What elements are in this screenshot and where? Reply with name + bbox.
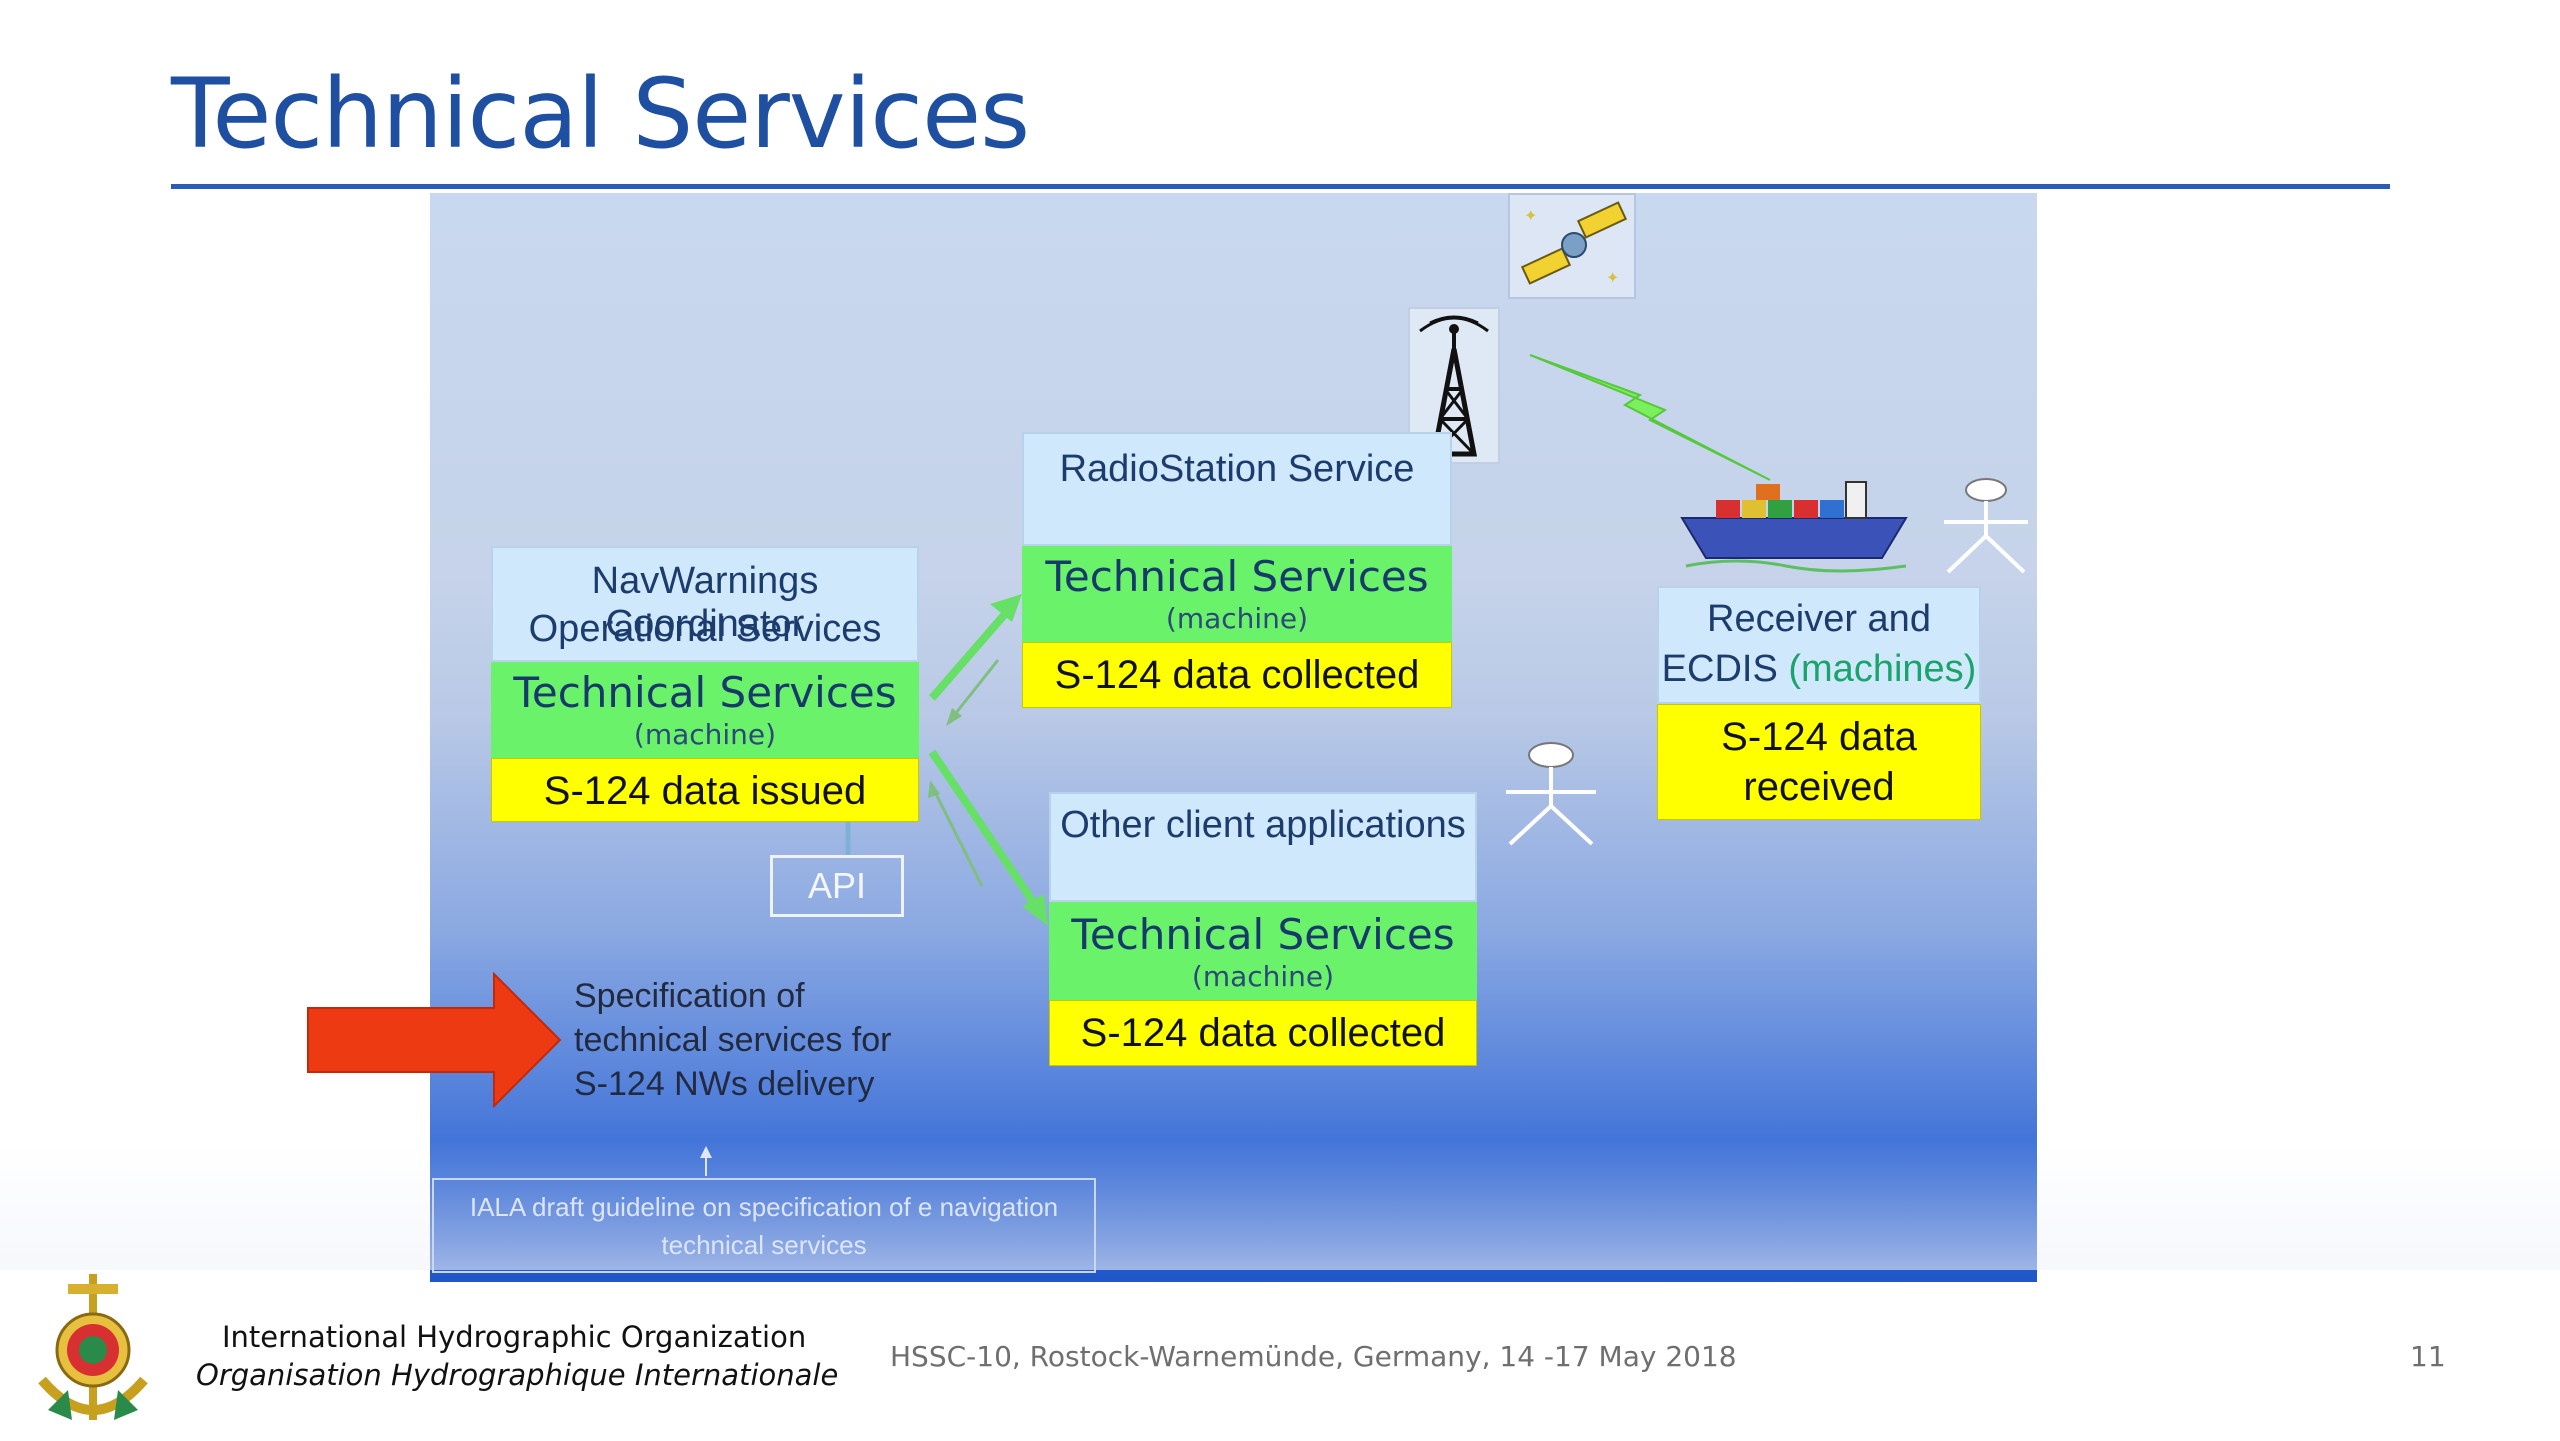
footer-fade bbox=[0, 1140, 2560, 1270]
other-clients-tech-sub: (machine) bbox=[1191, 960, 1335, 993]
specification-line2: technical services for bbox=[574, 1021, 892, 1059]
iho-logo-icon bbox=[28, 1270, 158, 1436]
radio-heading: RadioStation Service bbox=[1059, 448, 1415, 490]
footer-event: HSSC-10, Rostock-Warnemünde, Germany, 14… bbox=[890, 1340, 1737, 1373]
radio-tech-box: Technical Services (machine) bbox=[1022, 546, 1452, 642]
other-clients-status: S-124 data collected bbox=[1080, 1011, 1446, 1055]
footer-org-en: International Hydrographic Organization bbox=[222, 1320, 807, 1354]
radio-tech-label: Technical Services bbox=[1045, 552, 1429, 601]
other-clients-tech-label: Technical Services bbox=[1071, 910, 1455, 959]
other-clients-status-box: S-124 data collected bbox=[1049, 1000, 1477, 1066]
coordinator-heading-line2: Operational Services bbox=[528, 608, 882, 650]
iala-guideline-box: IALA draft guideline on specification of… bbox=[432, 1178, 1096, 1273]
coordinator-status-box: S-124 data issued bbox=[491, 758, 919, 822]
other-clients-tech-box: Technical Services (machine) bbox=[1049, 902, 1477, 1000]
other-clients-heading: Other client applications bbox=[1060, 804, 1466, 846]
specification-line1: Specification of bbox=[574, 977, 805, 1015]
radio-status: S-124 data collected bbox=[1054, 653, 1420, 697]
stick-figure-icon bbox=[1496, 740, 1606, 852]
receiver-heading-box: Receiver and ECDIS (machines) bbox=[1657, 586, 1981, 704]
radio-tech-sub: (machine) bbox=[1165, 602, 1309, 635]
specification-line3: S-124 NWs delivery bbox=[574, 1065, 875, 1103]
api-box: API bbox=[770, 855, 904, 917]
radio-heading-box: RadioStation Service bbox=[1022, 432, 1452, 546]
receiver-heading-line1: Receiver and bbox=[1707, 598, 1931, 640]
receiver-status-line2: received bbox=[1743, 765, 1895, 809]
coordinator-tech-label: Technical Services bbox=[513, 668, 897, 717]
page-title: Technical Services bbox=[171, 58, 1030, 170]
lightning-signal-icon bbox=[1529, 354, 1771, 481]
stick-figure-icon bbox=[1934, 476, 2038, 580]
svg-text:✦: ✦ bbox=[1606, 268, 1619, 287]
svg-text:✦: ✦ bbox=[1524, 206, 1537, 225]
ship-icon bbox=[1676, 474, 1922, 578]
receiver-status-box: S-124 data received bbox=[1657, 704, 1981, 820]
coordinator-tech-sub: (machine) bbox=[633, 718, 777, 751]
iala-line2: technical services bbox=[661, 1230, 867, 1260]
footer-org-fr: Organisation Hydrographique Internationa… bbox=[196, 1358, 839, 1392]
receiver-heading-prefix: ECDIS bbox=[1661, 648, 1789, 690]
specification-text: Specification of technical services for … bbox=[574, 974, 934, 1106]
receiver-machines-label: (machines) bbox=[1788, 648, 1977, 690]
iala-line1: IALA draft guideline on specification of… bbox=[469, 1192, 1059, 1222]
receiver-heading-line2: ECDIS (machines) bbox=[1659, 648, 1979, 691]
other-clients-heading-box: Other client applications bbox=[1049, 792, 1477, 902]
satellite-icon: ✦ ✦ bbox=[1508, 193, 1636, 299]
radio-status-box: S-124 data collected bbox=[1022, 642, 1452, 708]
coordinator-heading-box: NavWarnings Coordinator Operational Serv… bbox=[491, 546, 919, 662]
red-arrow-icon bbox=[307, 972, 562, 1108]
coordinator-status: S-124 data issued bbox=[543, 769, 867, 813]
coordinator-tech-box: Technical Services (machine) bbox=[491, 662, 919, 758]
title-divider bbox=[171, 184, 2390, 189]
page-number: 11 bbox=[2410, 1340, 2446, 1373]
coordinator-heading-line1: NavWarnings Coordinator bbox=[591, 560, 819, 645]
receiver-status-line1: S-124 data bbox=[1721, 715, 1917, 759]
